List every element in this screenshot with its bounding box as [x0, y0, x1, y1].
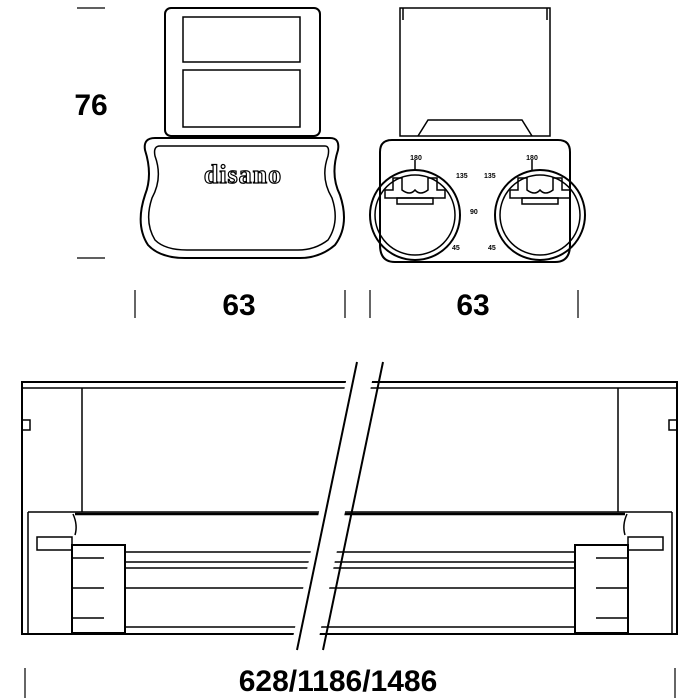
width-dimension-ticks — [134, 290, 579, 318]
length-dimension-label: 628/1186/1486 — [238, 665, 438, 698]
break-lines — [290, 361, 384, 652]
side-width-dimension-label: 63 — [456, 289, 490, 322]
length-view — [21, 361, 678, 652]
angle-label-45-right: 45 — [488, 245, 496, 252]
angle-label-180-left: 180 — [410, 155, 422, 162]
svg-text:disano: disano — [204, 160, 282, 189]
angle-label-135-left: 135 — [456, 173, 468, 180]
angle-label-45-left: 45 — [452, 245, 460, 252]
front-width-dimension-label: 63 — [222, 289, 256, 322]
length-dimension-ticks — [24, 668, 676, 698]
disano-logo: disano — [203, 159, 282, 189]
angle-label-180-right: 180 — [526, 155, 538, 162]
right-socket — [494, 160, 586, 261]
angle-label-135-right: 135 — [484, 173, 496, 180]
front-view: disano — [139, 7, 345, 259]
side-view: 180 135 90 45 180 135 45 — [369, 7, 586, 263]
angle-label-90: 90 — [470, 209, 478, 216]
left-socket — [369, 160, 461, 261]
height-dimension-ticks — [77, 7, 105, 259]
height-dimension-label: 76 — [74, 89, 108, 122]
left-end-cap — [36, 513, 126, 634]
right-end-cap — [574, 513, 664, 634]
